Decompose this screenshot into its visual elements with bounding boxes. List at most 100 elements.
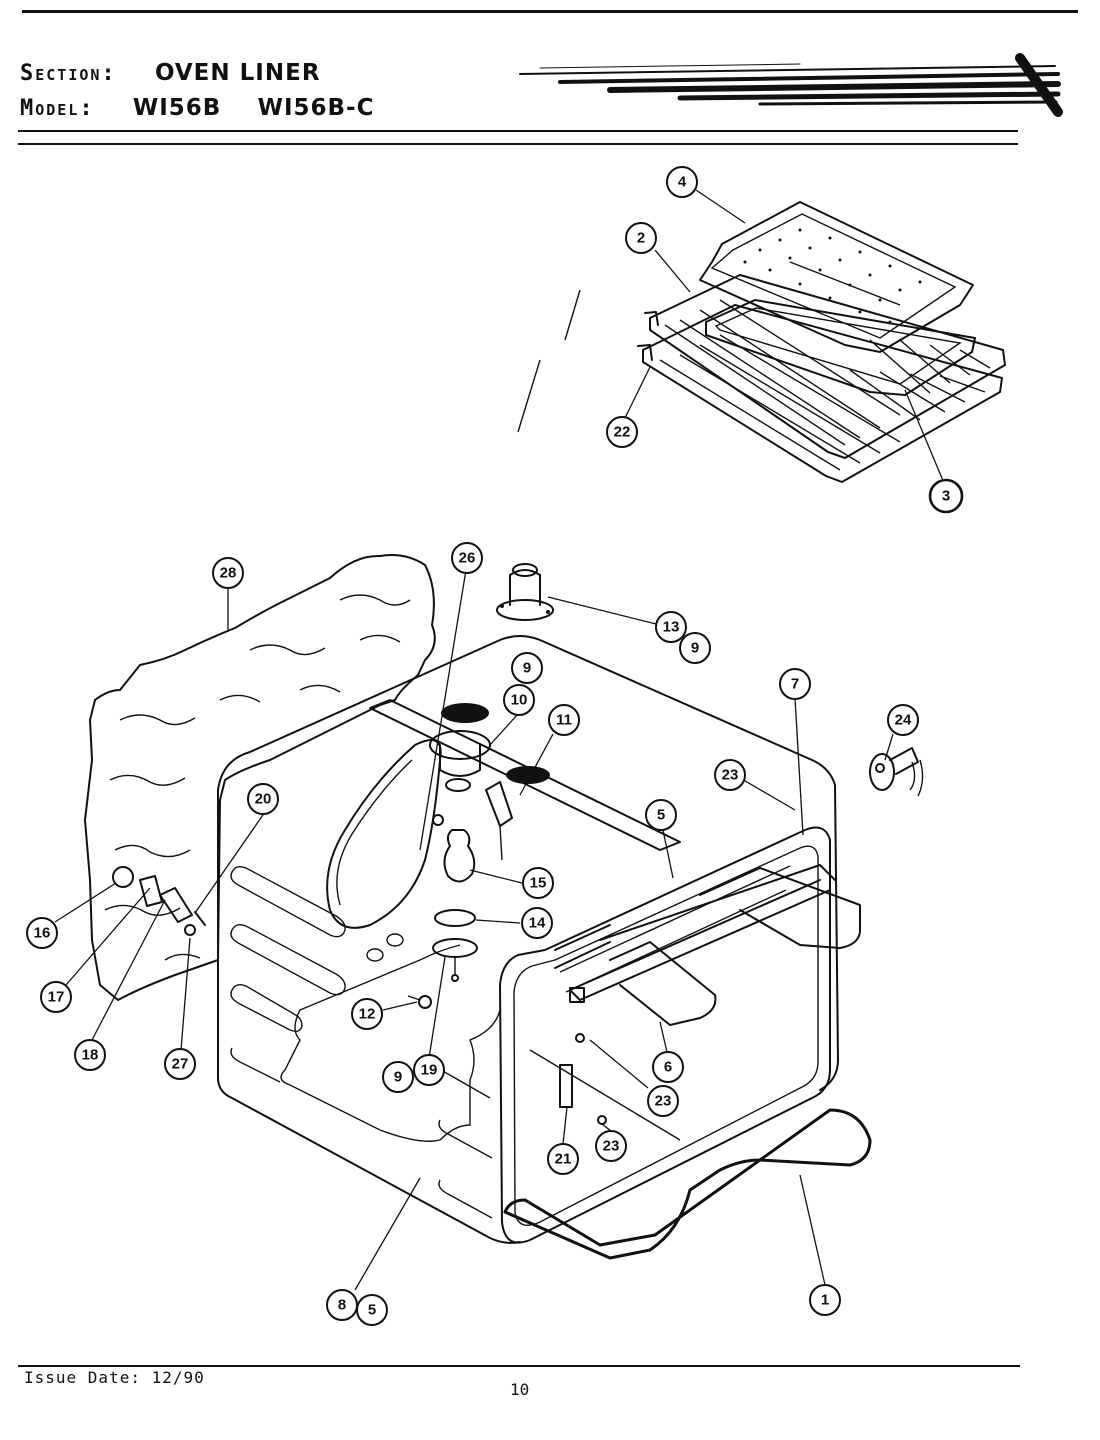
stray-line [517,359,541,433]
mount-bracket [485,781,513,827]
section-value: OVEN LINER [154,60,321,86]
bake-element [503,1108,872,1260]
callout-19: 19 [413,1054,445,1086]
header-rule-2 [18,143,1018,145]
vent-hole [506,766,550,784]
callout-27: 27 [164,1048,196,1080]
svg-text:17: 17 [48,989,65,1006]
callout-14: 14 [521,907,553,939]
issue-date: Issue Date: 12/90 [24,1368,205,1387]
svg-text:22: 22 [614,424,631,441]
callout-20: 20 [247,783,279,815]
callout-26: 26 [451,542,483,574]
svg-text:10: 10 [511,692,528,709]
callout-17: 17 [40,981,72,1013]
callout-18: 18 [74,1039,106,1071]
svg-text:5: 5 [368,1302,376,1319]
callout-3: 3 [928,478,964,514]
top-rule [22,10,1078,13]
oven-liner [217,635,839,1244]
svg-text:23: 23 [655,1093,672,1110]
callout-9-center: 9 [511,652,543,684]
model-value-2: WI56B-C [257,95,375,121]
callout-23-top: 23 [714,759,746,791]
callout-24: 24 [887,704,919,736]
model-label: Model: [20,96,95,121]
stray-line [564,289,581,341]
svg-text:13: 13 [663,619,680,636]
svg-text:24: 24 [895,712,912,729]
callout-6: 6 [652,1051,684,1083]
callout-11: 11 [548,704,580,736]
broiler-pan-insert [705,299,976,396]
svg-text:3: 3 [942,488,950,505]
section-line: Section: OVEN LINER [20,60,321,86]
broiler-pan [699,201,974,353]
svg-text:19: 19 [421,1062,438,1079]
callout-1: 1 [809,1284,841,1316]
svg-text:26: 26 [459,550,476,567]
svg-text:12: 12 [359,1006,376,1023]
callout-21: 21 [547,1143,579,1175]
svg-text:9: 9 [394,1069,402,1086]
svg-text:18: 18 [82,1047,99,1064]
svg-text:2: 2 [637,230,645,247]
latch-hardware [112,866,206,936]
callout-12: 12 [351,998,383,1030]
callout-5-right: 5 [645,799,677,831]
light-bulb [443,829,476,883]
svg-text:14: 14 [529,915,546,932]
callout-28: 28 [212,557,244,589]
svg-text:9: 9 [523,660,531,677]
callout-2: 2 [625,222,657,254]
callout-9-top-right: 9 [679,632,711,664]
svg-text:21: 21 [555,1151,572,1168]
model-line: Model: WI56B WI56B-C [20,95,374,121]
callout-10: 10 [503,684,535,716]
svg-text:15: 15 [530,875,547,892]
svg-text:20: 20 [255,791,272,808]
callout-8: 8 [326,1289,358,1321]
model-value-1: WI56B [132,95,222,121]
callout-13: 13 [655,611,687,643]
svg-text:23: 23 [722,767,739,784]
svg-text:27: 27 [172,1056,189,1073]
callout-22: 22 [606,416,638,448]
page-number: 10 [510,1380,530,1399]
svg-text:11: 11 [556,712,572,729]
svg-text:4: 4 [678,174,687,191]
callout-15: 15 [522,867,554,899]
header-rule-1 [18,130,1018,132]
vent-hole [441,703,489,723]
thermostat-fitting [496,563,554,621]
svg-text:6: 6 [664,1059,672,1076]
svg-text:1: 1 [821,1292,829,1309]
callout-5-bottom: 5 [356,1294,388,1326]
oven-racks [637,274,1006,483]
svg-text:9: 9 [691,640,699,657]
light-shield [326,739,442,929]
callout-23-bottom: 23 [595,1130,627,1162]
section-label: Section: [20,61,117,86]
callout-16: 16 [26,917,58,949]
callout-7: 7 [779,668,811,700]
light-lens [434,909,476,927]
callout-4: 4 [666,166,698,198]
svg-text:8: 8 [338,1297,346,1314]
scan-smudge [519,53,1063,117]
screw [418,995,432,1009]
callout-9-bottom: 9 [382,1061,414,1093]
callout-23-middle: 23 [647,1085,679,1117]
svg-text:16: 16 [34,925,51,942]
svg-text:23: 23 [603,1138,620,1155]
leader-lines [54,189,945,1291]
broil-element [554,864,861,1026]
door-switch [869,747,924,797]
svg-text:5: 5 [657,807,665,824]
svg-text:28: 28 [220,565,237,582]
svg-text:7: 7 [791,676,799,693]
probe-plate [559,1064,573,1108]
footer-rule [18,1365,1020,1367]
insulation-blanket [84,554,436,1001]
